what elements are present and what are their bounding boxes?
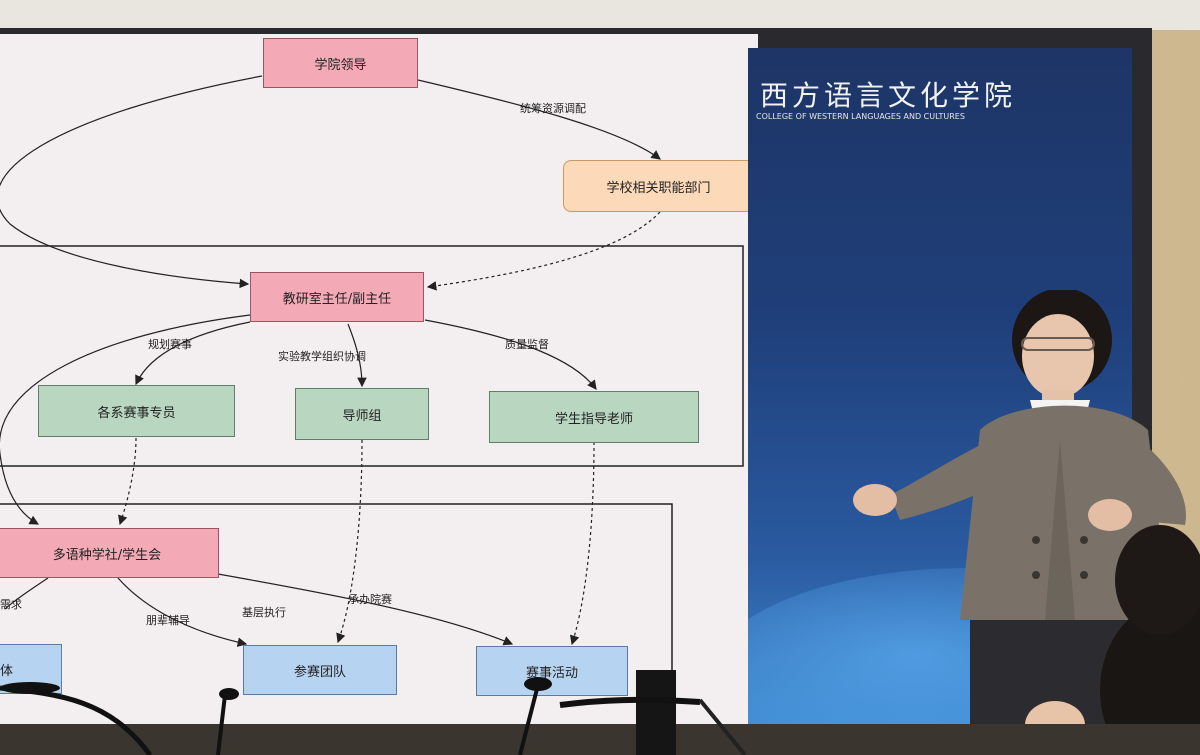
node-mentor-group: 导师组 (295, 388, 429, 440)
edge-experiment (347, 323, 367, 388)
edge-label-host: 承办院赛 (348, 593, 392, 606)
node-teams: 参赛团队 (243, 645, 397, 695)
edge-quality (424, 319, 597, 390)
node-events: 赛事活动 (476, 646, 628, 696)
node-student-teacher: 学生指导老师 (489, 391, 699, 443)
edge-label-experiment: 实验教学组织协调 (278, 350, 366, 363)
node-dept-specialist: 各系赛事专员 (38, 385, 235, 437)
chart-connectors (0, 75, 744, 724)
edge-plan (135, 321, 251, 386)
edge-specialist-union (118, 437, 137, 526)
edge-office-union (0, 314, 251, 525)
edge-label-plan: 规划赛事 (148, 338, 192, 351)
edge-dept-office (426, 211, 661, 291)
edge-label-grassroots: 基层执行 (242, 606, 286, 619)
presenter-figure (853, 290, 1200, 755)
group-frame-upper (0, 245, 744, 467)
edge-label-peer: 朋辈辅导 (146, 614, 190, 627)
edge-mentor-teams (336, 439, 363, 644)
edge-coordinate (417, 79, 661, 160)
college-title: 西方语言文化学院 (760, 79, 1017, 112)
desk-foreground (0, 724, 1200, 755)
node-office-director: 教研室主任/副主任 (250, 272, 424, 322)
edge-teacher-events (569, 441, 595, 646)
edge-label-coordinate: 统筹资源调配 (520, 102, 586, 115)
edge-label-quality: 质量监督 (505, 338, 549, 351)
ceiling-strip (0, 0, 1200, 30)
microphones (0, 670, 747, 755)
college-subtitle: COLLEGE OF WESTERN LANGUAGES AND CULTURE… (756, 112, 965, 121)
edge-leader-office (0, 75, 263, 289)
edge-host (217, 573, 514, 646)
group-frame-lower (0, 503, 673, 724)
node-student-union: 多语种学社/学生会 (0, 528, 219, 578)
edge-need (4, 577, 49, 610)
node-school-departments: 学校相关职能部门 (563, 160, 754, 212)
edge-peer (117, 577, 248, 647)
node-college-leader: 学院领导 (263, 38, 418, 88)
projected-slide: 学院领导 学校相关职能部门 教研室主任/副主任 各系赛事专员 导师组 学生指导老… (0, 34, 758, 724)
edge-label-need: 需求 (0, 598, 22, 611)
